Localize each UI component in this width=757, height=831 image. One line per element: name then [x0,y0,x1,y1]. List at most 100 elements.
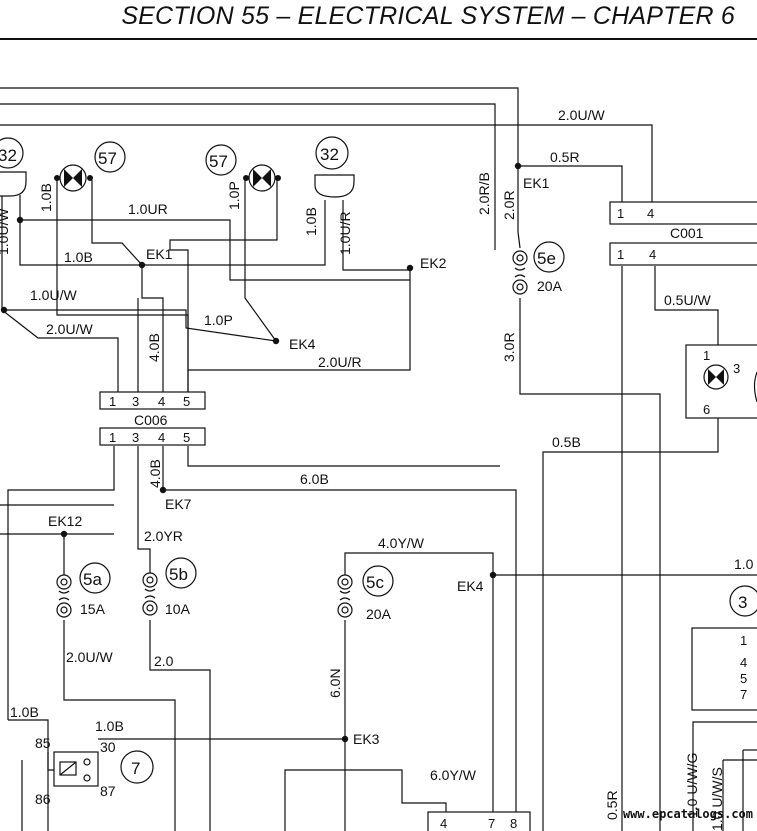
c001-bottom-pin-1: 1 [617,247,624,262]
splice-ek12: EK12 [48,513,82,529]
wire-label: 2.0YR [144,528,183,544]
page-header: SECTION 55 – ELECTRICAL SYSTEM – CHAPTER… [0,0,757,40]
c006-top-pin-4: 4 [158,394,165,409]
splice-dots [0,162,522,743]
bottom-connector: 4 7 8 [427,811,531,831]
wire-labels: 2.0U/W 0.5R 2.0R/B 2.0R 3.0R 0.5U/W 0.5B… [0,107,754,831]
wire-label: 1.0 U/W/G [684,753,700,818]
lamp-right-pin-6: 6 [703,402,710,417]
watermark: www.epcatalogs.com [622,807,753,821]
lamp-57-left-label: 57 [98,149,117,168]
c006-bottom-pin-3: 3 [132,430,139,445]
right-pin-4: 4 [740,655,747,670]
wire-label: 1.0U/W [0,208,11,255]
fuse-5c-rating: 20A [366,606,392,622]
c001-label: C001 [670,225,704,241]
bottom-pin-7: 7 [488,816,495,831]
relay-pin-87: 87 [100,783,116,799]
wire-label: 1.0B [303,207,319,236]
splice-ek4-mid: EK4 [289,336,316,352]
relay-pin-85: 85 [35,735,51,751]
lamp-57-mid: 57 [205,144,281,192]
wire-label: 6.0B [300,471,329,487]
connector-32-right: 32 [314,136,355,198]
c006-top-pin-5: 5 [183,394,190,409]
splice-ek3: EK3 [353,731,380,747]
wire-label: 0.5R [604,790,620,820]
fuse-5c-label: 5c [366,573,384,592]
connector-32-left: 32 [0,137,27,197]
wire-label: 2.0R [501,190,517,220]
wire-lines [0,87,757,831]
wire-label: 1.0 U/W/S [709,767,725,831]
wire-label: 1.0P [226,181,242,210]
c001-bottom-pin-4: 4 [649,247,656,262]
right-pin-7: 7 [740,687,747,702]
wire-label: 2.0U/R [318,354,362,370]
relay-7-label: 7 [131,759,140,778]
c001-top-pin-1: 1 [617,206,624,221]
right-pin-5: 5 [740,671,747,686]
wire-label: 0.5U/W [664,292,711,308]
fuse-5e: 5e 20A [512,241,565,295]
splice-ek7: EK7 [165,496,192,512]
wire-label: 1.0U/W [30,287,77,303]
c006-label: C006 [134,412,168,428]
wire-label: 4.0B [147,459,163,488]
fuse-5e-label: 5e [537,249,556,268]
lamp-57-mid-label: 57 [209,152,228,171]
wire-label: 1.0B [95,718,124,734]
wire-label: 6.0N [327,668,343,698]
fuse-5a-rating: 15A [80,601,106,617]
wire-label: 6.0Y/W [430,767,477,783]
fuse-5e-rating: 20A [537,278,563,294]
splice-ek4-low: EK4 [457,578,484,594]
connector-c006-top: 1 3 4 5 [99,391,206,410]
lamp-right-pin-3: 3 [733,361,740,376]
wire-label: 0.5B [552,434,581,450]
fuse-5b-rating: 10A [165,601,191,617]
relay-pin-30: 30 [100,739,116,755]
fuse-5a-label: 5a [83,570,102,589]
wire-label: 2.0U/W [66,649,113,665]
wire-label: 1.0UR [128,201,168,217]
connector-c006-bottom: 1 3 4 5 [99,427,206,446]
ref-3-right-label: 3 [738,593,747,612]
wire-label: 1.0 [734,556,754,572]
wire-label: 1.0U/R [337,211,353,255]
wire-label: 0.5R [550,149,580,165]
wire-label: 2.0U/W [46,321,93,337]
c006-bottom-pin-1: 1 [109,430,116,445]
wire-label: 1.0B [38,183,54,212]
header-rule [0,38,757,40]
relay-7: 7 85 30 86 87 [35,735,154,807]
lamp-right: 1 3 6 [685,344,757,419]
bottom-pin-4: 4 [440,816,447,831]
fuse-5b: 5b 10A [142,557,197,617]
wire-label: 2.0R/B [476,172,492,215]
conn-32-left-label: 32 [0,146,17,165]
right-pin-box: 3 1 4 5 7 [691,585,757,711]
wire-label: 1.0B [64,249,93,265]
splice-labels: EK1 EK1 EK2 EK4 EK7 EK12 EK4 EK3 [48,175,550,747]
section-title: SECTION 55 – ELECTRICAL SYSTEM – CHAPTER… [121,2,735,30]
c006-top-pin-1: 1 [109,394,116,409]
splice-ek1-mid: EK1 [146,246,173,262]
c006-bottom-pin-5: 5 [183,430,190,445]
relay-pin-86: 86 [35,791,51,807]
wire-label: 3.0R [501,332,517,362]
wire-label: 4.0Y/W [378,535,425,551]
splice-ek2: EK2 [420,255,447,271]
fuse-5a: 5a 15A [56,562,111,618]
c001-top-pin-4: 4 [647,206,654,221]
wire-label: 2.0 [154,653,174,669]
splice-ek1-top: EK1 [523,175,550,191]
right-pin-1: 1 [740,633,747,648]
lamp-57-left: 57 [54,141,126,192]
connector-c001-bottom: 1 4 [609,242,757,266]
connector-c001-top: 1 4 [609,201,757,225]
wire-label: 4.0B [146,333,162,362]
c006-top-pin-3: 3 [132,394,139,409]
lamp-right-pin-1: 1 [703,348,710,363]
